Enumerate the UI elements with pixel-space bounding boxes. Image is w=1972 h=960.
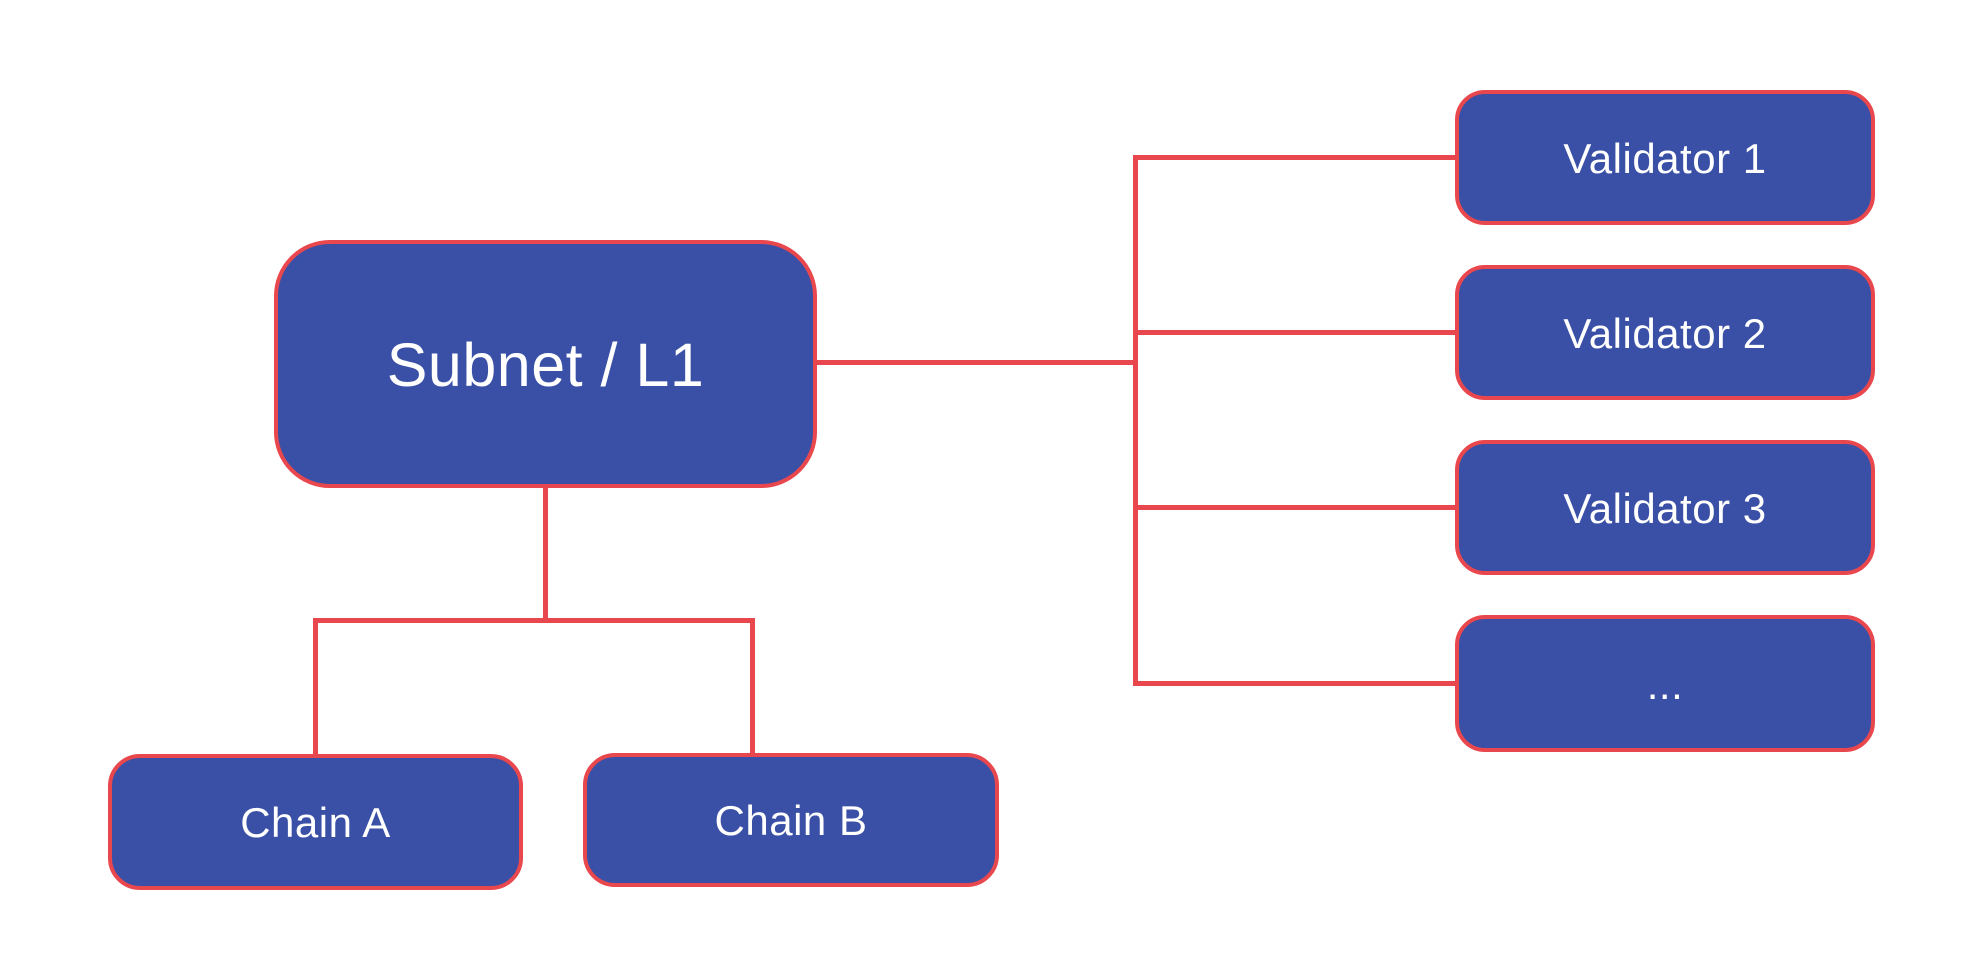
- node-chain-a: Chain A: [108, 754, 523, 890]
- node-subnet-l1-label: Subnet / L1: [386, 330, 705, 399]
- node-validator-3-label: Validator 3: [1563, 484, 1767, 532]
- node-validator-2-label: Validator 2: [1563, 309, 1767, 357]
- node-chain-a-label: Chain A: [240, 799, 391, 846]
- node-validator-more: ...: [1455, 615, 1875, 752]
- connector-validator-trunk: [1132, 154, 1138, 686]
- connector-chain-distribution: [312, 617, 755, 623]
- connector-subnet-to-validator-trunk: [814, 359, 1138, 365]
- node-validator-1: Validator 1: [1455, 90, 1875, 225]
- node-validator-1-label: Validator 1: [1563, 134, 1767, 182]
- connector-drop-chain-b: [749, 617, 755, 756]
- connector-branch-validator-1: [1132, 154, 1458, 160]
- node-validator-more-label: ...: [1646, 660, 1684, 708]
- node-subnet-l1: Subnet / L1: [274, 240, 817, 488]
- node-chain-b: Chain B: [583, 753, 999, 887]
- node-validator-3: Validator 3: [1455, 440, 1875, 575]
- connector-branch-validator-more: [1132, 680, 1458, 686]
- connector-subnet-riser: [542, 485, 548, 623]
- node-validator-2: Validator 2: [1455, 265, 1875, 400]
- node-chain-b-label: Chain B: [714, 797, 868, 844]
- connector-branch-validator-2: [1132, 329, 1458, 335]
- connector-drop-chain-a: [312, 617, 318, 757]
- connector-branch-validator-3: [1132, 504, 1458, 510]
